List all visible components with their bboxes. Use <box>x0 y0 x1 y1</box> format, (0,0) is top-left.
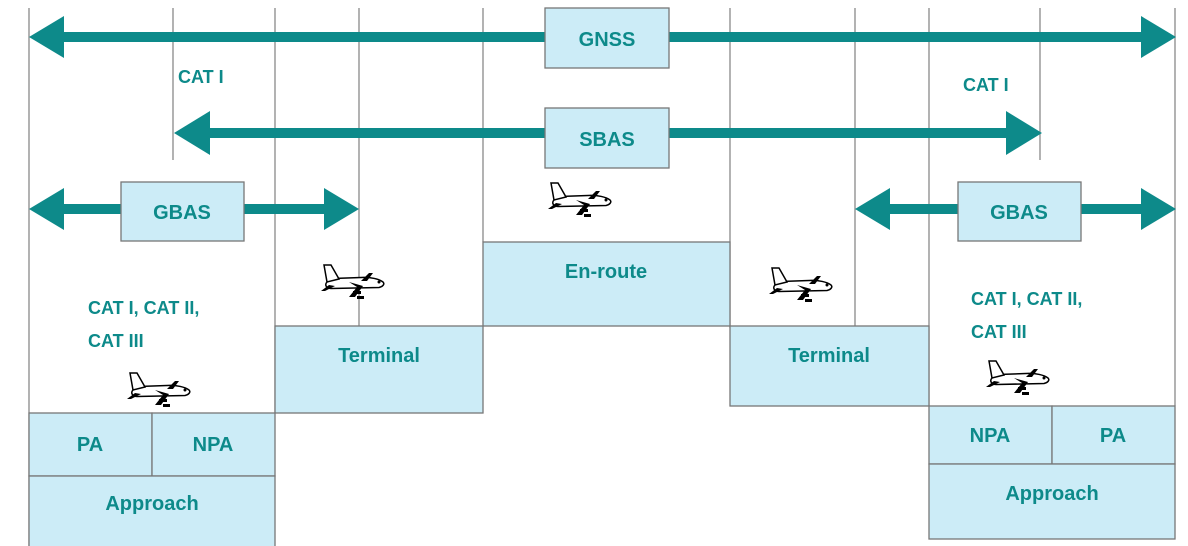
npa-left-box <box>151 412 276 477</box>
gbas-right-label: GBAS <box>990 202 1048 224</box>
approach-left-box <box>28 475 276 546</box>
terminal-right-label: Terminal <box>788 345 870 367</box>
cats-right-line2: CAT III <box>971 322 1027 342</box>
sbas-label: SBAS <box>579 129 635 151</box>
pa-left-label: PA <box>77 434 103 456</box>
npa-right-box <box>928 405 1053 465</box>
airplane-icon <box>547 182 612 218</box>
pa-right-label: PA <box>1100 425 1126 447</box>
airplane-icon <box>985 360 1050 396</box>
enroute-box <box>482 241 731 327</box>
gnss-label: GNSS <box>579 29 636 51</box>
airplane-icon <box>320 264 385 300</box>
gbas-left-box <box>120 181 245 242</box>
terminal-left-box <box>274 325 484 414</box>
cats-left-line1: CAT I, CAT II, <box>88 298 199 318</box>
cats-left-line2: CAT III <box>88 331 144 351</box>
approach-right-box <box>928 463 1176 540</box>
gbas-right-box <box>957 181 1082 242</box>
cats-right-line1: CAT I, CAT II, <box>971 289 1082 309</box>
cat1-right-label: CAT I <box>963 75 1009 95</box>
enroute-label: En-route <box>565 261 647 283</box>
npa-left-label: NPA <box>193 434 234 456</box>
gnss-box <box>544 7 670 69</box>
npa-right-label: NPA <box>970 425 1011 447</box>
sbas-box <box>544 107 670 169</box>
approach-right-label: Approach <box>1005 483 1098 505</box>
pa-left-box <box>28 412 153 477</box>
airplane-icon <box>768 267 833 303</box>
airplane-icon <box>126 372 191 408</box>
gbas-left-label: GBAS <box>153 202 211 224</box>
approach-left-label: Approach <box>105 493 198 515</box>
cat1-left-label: CAT I <box>178 67 224 87</box>
terminal-left-label: Terminal <box>338 345 420 367</box>
pa-right-box <box>1051 405 1176 465</box>
terminal-right-box <box>729 325 930 407</box>
